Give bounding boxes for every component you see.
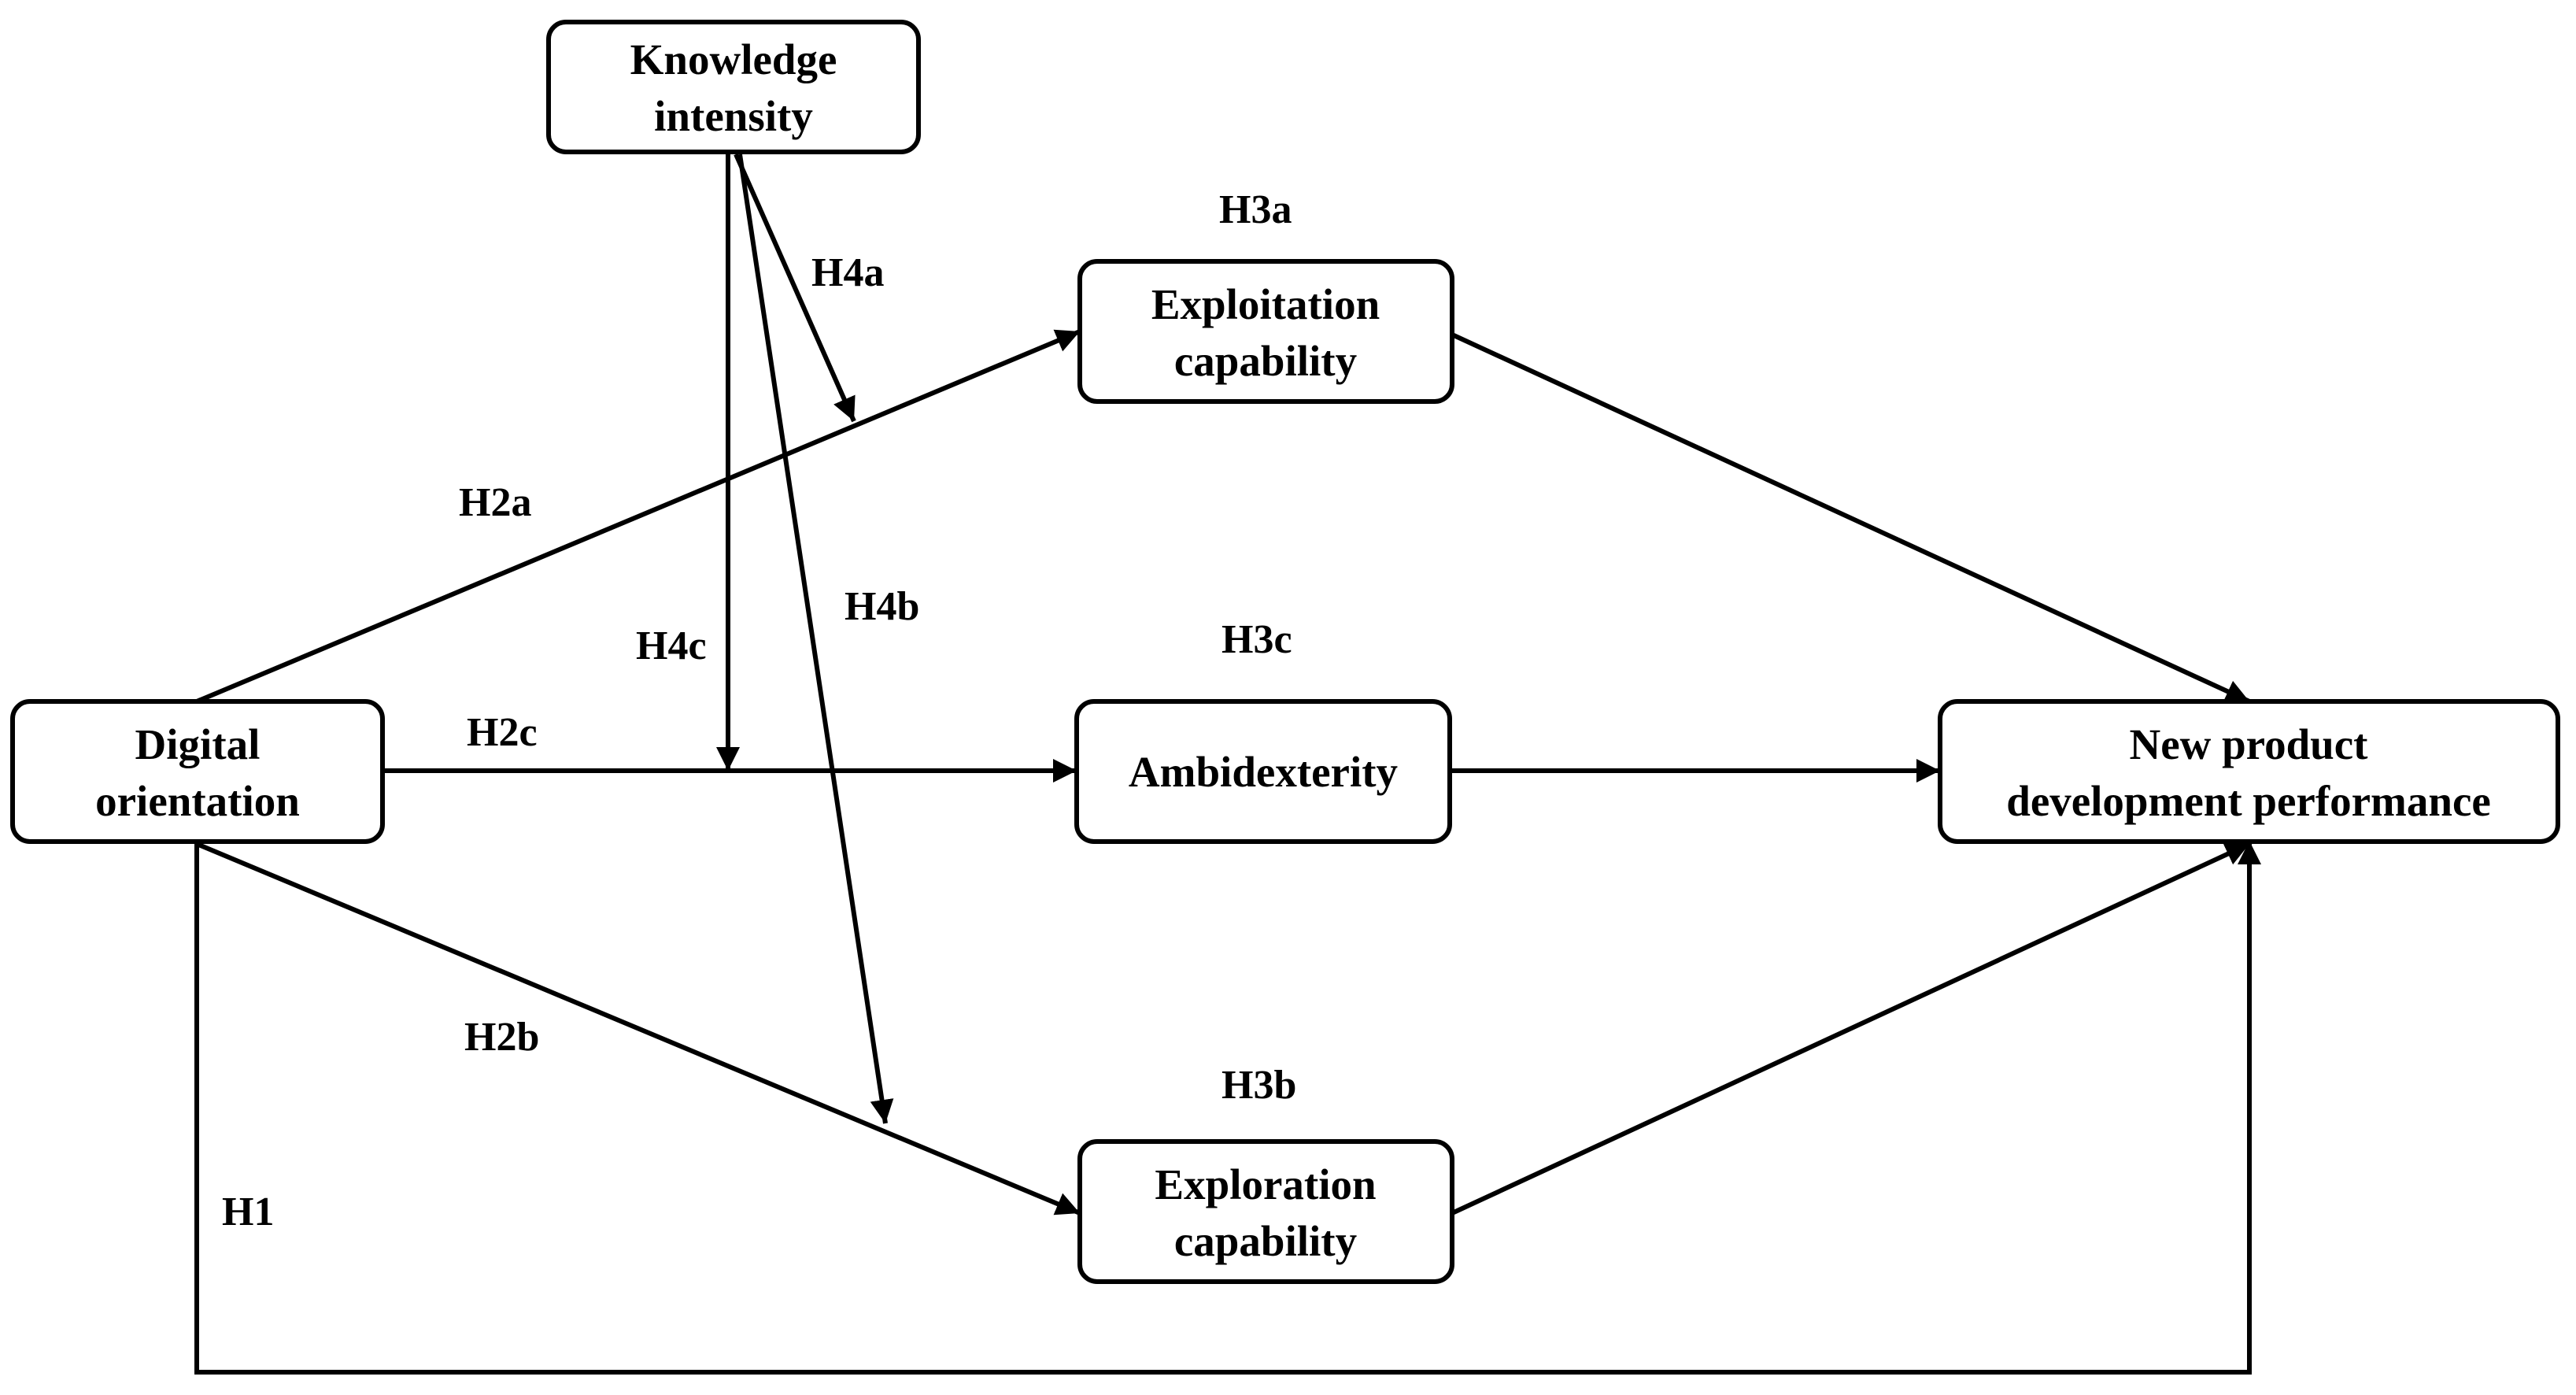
label-h2b: H2b	[464, 1015, 539, 1060]
node-knowledge-intensity: Knowledge intensity	[546, 20, 921, 154]
node-digital-orientation: Digital orientation	[10, 699, 385, 844]
node-exploration-capability: Exploration capability	[1077, 1139, 1454, 1284]
label-h2c: H2c	[467, 710, 538, 755]
label-h4c: H4c	[636, 623, 707, 668]
edge-h4a	[734, 153, 856, 423]
edges	[194, 153, 2261, 1375]
node-npd-performance: New product development performance	[1938, 699, 2560, 844]
label-h2a: H2a	[459, 480, 531, 525]
node-label-line: Digital	[135, 720, 261, 768]
node-ambidexterity: Ambidexterity	[1074, 699, 1452, 844]
node-label-line: Exploration	[1155, 1160, 1376, 1208]
label-h3a: H3a	[1219, 187, 1292, 232]
label-h3b: H3b	[1221, 1063, 1296, 1108]
label-h1: H1	[222, 1190, 274, 1234]
node-label-line: Knowledge	[630, 35, 837, 83]
edge-h2a	[195, 329, 1081, 704]
edge-h3b	[1451, 842, 2251, 1216]
node-label-line: Ambidexterity	[1129, 748, 1398, 796]
node-label-line: Exploitation	[1151, 280, 1380, 328]
hypothesis-labels: H3a H4a H2a H4b H3c H4c H2c H2b H3b H1	[222, 187, 1296, 1234]
edge-h1	[194, 841, 2261, 1375]
node-label-line: orientation	[95, 777, 300, 825]
label-h4a: H4a	[811, 250, 884, 295]
node-label-line: capability	[1174, 337, 1357, 385]
node-label-line: capability	[1174, 1217, 1357, 1265]
label-h4b: H4b	[844, 584, 919, 629]
node-exploitation-capability: Exploitation capability	[1077, 259, 1454, 404]
edge-h4b	[737, 154, 894, 1124]
label-h3c: H3c	[1221, 617, 1292, 662]
edge-h3a	[1451, 332, 2251, 704]
node-label-line: intensity	[654, 92, 813, 140]
edge-h2b	[195, 842, 1081, 1216]
node-label-line: development performance	[2006, 777, 2491, 825]
node-label-line: New product	[2129, 720, 2368, 768]
